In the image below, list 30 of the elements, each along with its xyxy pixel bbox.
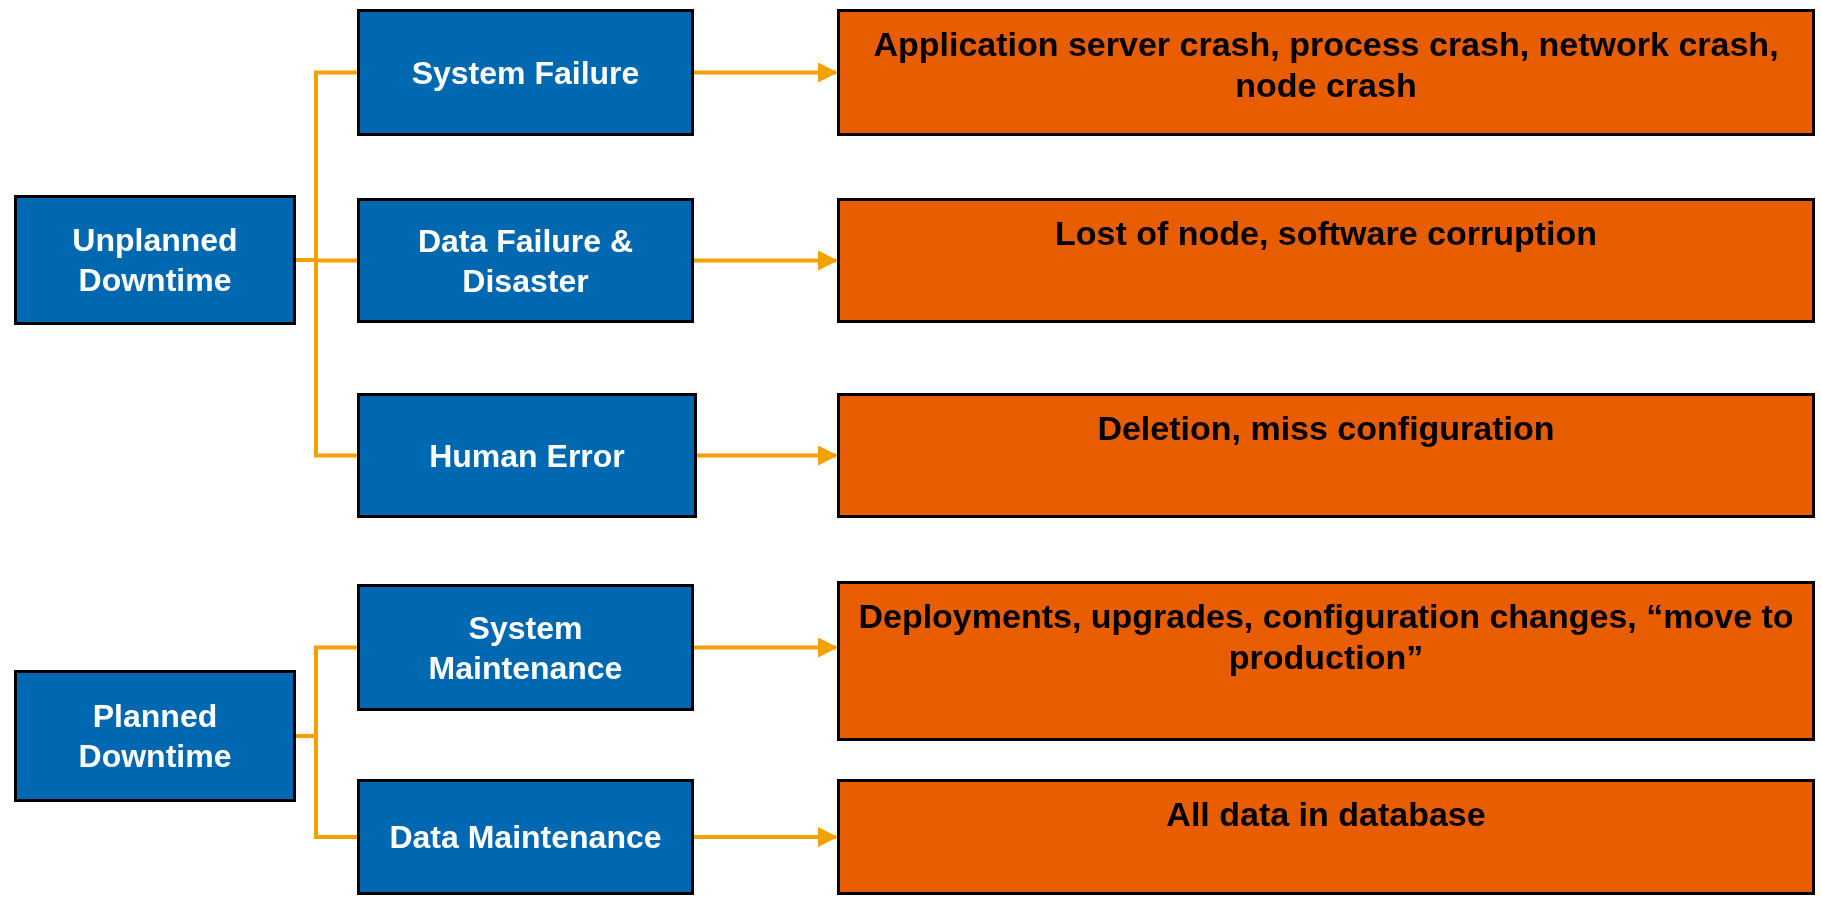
box-text: All data in database xyxy=(1166,794,1486,835)
box-text: Deletion, miss configuration xyxy=(1097,408,1555,449)
process-box xyxy=(357,198,694,323)
arrow xyxy=(694,62,838,83)
process-box xyxy=(357,9,694,136)
process-box xyxy=(357,584,694,711)
process-box xyxy=(357,393,697,518)
arrow xyxy=(694,637,838,658)
box-text: Application server crash, process crash, network crash, node crash xyxy=(872,24,1780,106)
connector-line xyxy=(296,734,357,839)
box-text: Unplanned Downtime xyxy=(71,221,239,300)
box-text: Data Failure & Disaster xyxy=(416,221,635,301)
box-text: System Maintenance xyxy=(427,608,624,688)
box-text: Data Maintenance xyxy=(389,818,662,857)
process-box xyxy=(837,581,1815,741)
arrow xyxy=(694,250,838,271)
process-box xyxy=(837,779,1815,895)
process-box xyxy=(837,198,1815,323)
process-box xyxy=(357,779,694,895)
process-box xyxy=(14,195,296,325)
arrow xyxy=(697,445,838,466)
box-text: Planned Downtime xyxy=(77,697,233,776)
arrow xyxy=(694,827,838,847)
box-text: Human Error xyxy=(429,436,625,476)
box-text: Deployments, upgrades, configuration changes, “move to production” xyxy=(857,596,1795,678)
box-text: Lost of node, software corruption xyxy=(1054,213,1598,254)
process-box xyxy=(14,670,296,802)
process-box xyxy=(837,393,1815,518)
process-box xyxy=(837,9,1815,136)
box-text: System Failure xyxy=(411,53,640,93)
